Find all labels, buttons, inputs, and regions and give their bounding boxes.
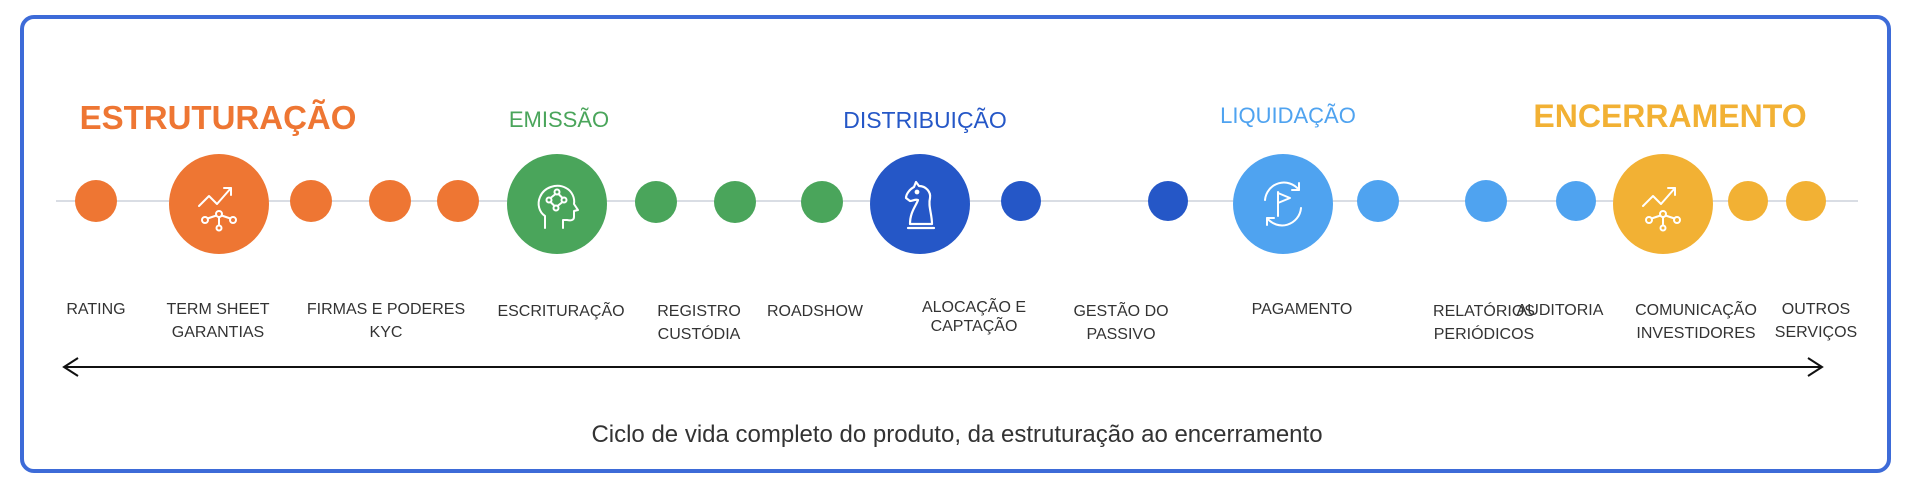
timeline-dot	[635, 181, 677, 223]
double-arrow-icon	[62, 357, 1824, 377]
timeline-dot	[369, 180, 411, 222]
phase-circle-distribuicao	[870, 154, 970, 254]
step-label-gestao: GESTÃO DO PASSIVO	[1073, 300, 1168, 346]
step-label-line: SERVIÇOS	[1774, 324, 1858, 341]
step-label-line: GESTÃO DO	[1073, 303, 1169, 320]
timeline-dot	[1148, 181, 1188, 221]
phase-circle-liquidacao	[1233, 154, 1333, 254]
step-label-pagamento: PAGAMENTO	[1252, 298, 1353, 321]
flag-cycle-icon	[1264, 181, 1302, 227]
timeline-dot	[1786, 181, 1826, 221]
step-label-relatorios: RELATÓRIOS PERIÓDICOS	[1433, 300, 1535, 346]
timeline-dot	[1728, 181, 1768, 221]
phase-title-liquidacao: LIQUIDAÇÃO	[1220, 103, 1356, 128]
step-label-line: ESCRITURAÇÃO	[497, 303, 625, 320]
diagram-frame	[20, 15, 1891, 473]
step-label-outros: OUTROS SERVIÇOS	[1775, 298, 1857, 344]
phase-title-estruturacao: ESTRUTURAÇÃO	[79, 99, 357, 136]
step-label-line: COMUNICAÇÃO	[1635, 302, 1757, 319]
step-label-auditoria: AUDITORIA	[1517, 299, 1604, 322]
step-label-rating: RATING	[66, 298, 125, 321]
step-label-line: KYC	[369, 324, 403, 341]
timeline-dot	[437, 180, 479, 222]
step-label-line: RATING	[66, 301, 126, 318]
timeline-dot	[290, 180, 332, 222]
step-label-line: PAGAMENTO	[1251, 301, 1353, 318]
step-label-line: PERIÓDICOS	[1433, 326, 1535, 343]
step-label-line: GARANTIAS	[171, 324, 265, 341]
step-label-escrituracao: ESCRITURAÇÃO	[497, 300, 624, 323]
timeline-dot	[1001, 181, 1041, 221]
timeline-dot	[1556, 181, 1596, 221]
step-label-line: OUTROS	[1781, 301, 1851, 318]
timeline-dot	[1465, 180, 1507, 222]
step-label-roadshow: ROADSHOW	[767, 300, 863, 323]
growth-network-icon	[1642, 187, 1681, 232]
timeline-dot	[714, 181, 756, 223]
phase-title-emissao: EMISSÃO	[508, 107, 610, 132]
step-label-line: TERM SHEET	[166, 301, 270, 318]
chess-knight-icon	[904, 180, 936, 230]
step-label-line: CUSTÓDIA	[657, 326, 741, 343]
phase-title-encerramento: ENCERRAMENTO	[1533, 98, 1807, 134]
growth-network-icon	[198, 187, 237, 232]
step-label-line: PASSIVO	[1086, 326, 1156, 343]
phase-title-distribuicao: DISTRIBUIÇÃO	[843, 107, 1007, 133]
step-label-line: REGISTRO	[657, 303, 741, 320]
timeline-dot	[801, 181, 843, 223]
step-label-line: ALOCAÇÃO E	[921, 299, 1027, 316]
step-label-term-sheet: TERM SHEET GARANTIAS	[166, 298, 269, 344]
step-label-line: CAPTAÇÃO	[930, 318, 1018, 335]
step-label-line: INVESTIDORES	[1636, 325, 1756, 342]
phase-circle-encerramento	[1613, 154, 1713, 254]
step-label-line: AUDITORIA	[1516, 302, 1604, 319]
step-label-comunicacao: COMUNICAÇÃO INVESTIDORES	[1635, 299, 1757, 345]
phase-circle-estruturacao	[169, 154, 269, 254]
phase-circle-emissao	[507, 154, 607, 254]
timeline-dot	[75, 180, 117, 222]
step-label-registro: REGISTRO CUSTÓDIA	[657, 300, 741, 346]
step-label-firmas: FIRMAS E PODERES KYC	[307, 298, 465, 344]
timeline-dot	[1357, 180, 1399, 222]
step-label-line: FIRMAS E PODERES	[306, 301, 466, 318]
head-network-icon	[537, 184, 579, 229]
step-label-line: RELATÓRIOS	[1433, 303, 1535, 320]
diagram-caption: Ciclo de vida completo do produto, da es…	[591, 421, 1323, 448]
step-label-line: ROADSHOW	[767, 303, 863, 320]
step-label-alocacao: ALOCAÇÃO E CAPTAÇÃO	[922, 298, 1026, 336]
